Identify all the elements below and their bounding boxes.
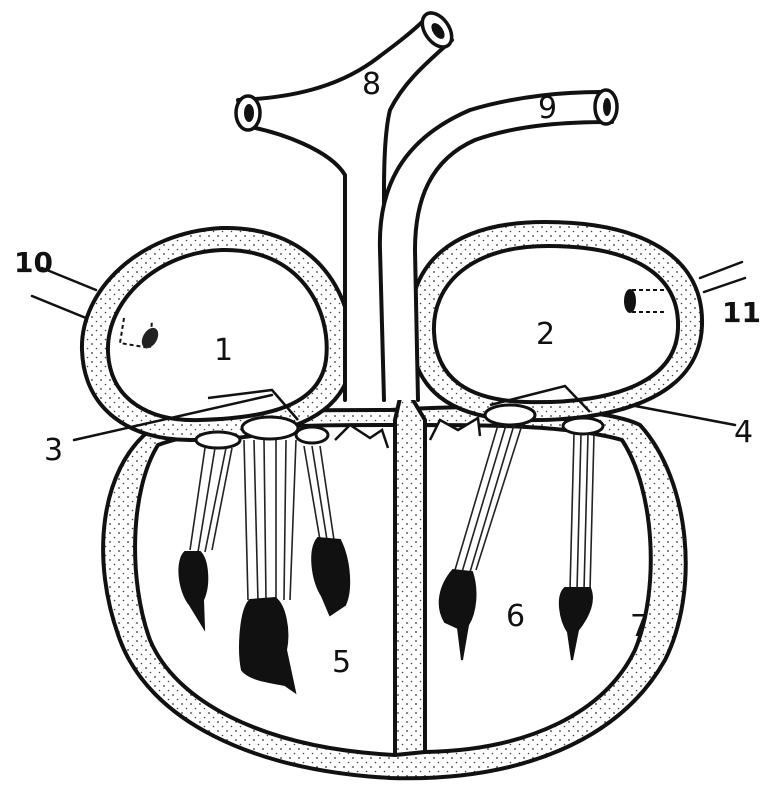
vessel-10-lower: [32, 296, 86, 318]
label-9: 9: [538, 91, 557, 126]
leader-line-4: [630, 405, 735, 425]
right-atrium-cavity: [434, 246, 678, 402]
label-7: 7: [630, 609, 649, 644]
label-11: 11: [722, 296, 760, 329]
interventricular-septum: [395, 395, 425, 755]
label-4: 4: [734, 415, 753, 450]
label-1: 1: [214, 333, 233, 368]
valve-3-cusp-c: [296, 427, 328, 443]
vessel-8-opening-left-lumen: [244, 104, 254, 122]
vessel-9-opening-lumen: [603, 98, 611, 116]
label-2: 2: [536, 317, 555, 352]
label-10: 10: [14, 246, 53, 279]
label-3: 3: [44, 433, 63, 468]
vessel-11-lumen: [624, 289, 636, 313]
label-8: 8: [362, 67, 381, 102]
valve-4-cusp-a: [485, 405, 535, 425]
valve-3-cusp-b: [242, 417, 298, 439]
valve-3-cusp-a: [196, 432, 240, 448]
valve-4-cusp-b: [563, 418, 603, 434]
vessel-11: [700, 262, 742, 278]
vessel-11-lower: [704, 278, 745, 292]
label-6: 6: [506, 599, 525, 634]
label-5: 5: [332, 645, 351, 680]
